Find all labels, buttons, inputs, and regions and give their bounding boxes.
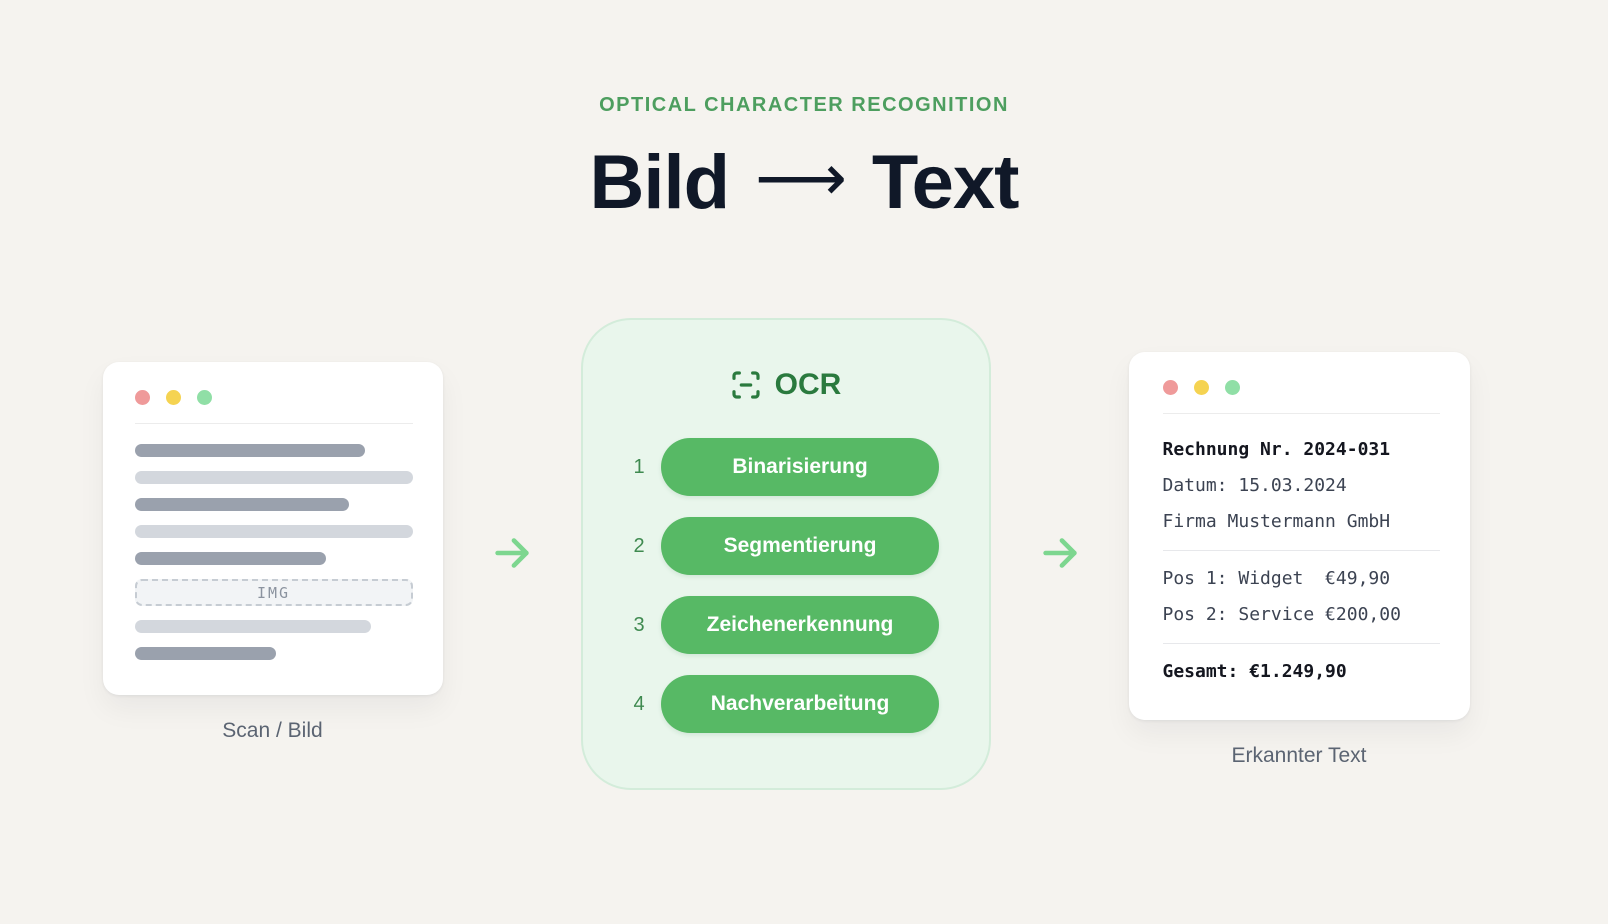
step-number: 2 <box>633 534 645 557</box>
arrow-right-icon <box>1042 538 1077 568</box>
invoice-divider <box>1162 643 1440 644</box>
step-pill-segmentierung[interactable]: Segmentierung <box>661 517 939 575</box>
ocr-step-row: 4 Nachverarbeitung <box>632 675 939 733</box>
arrow-scan-to-ocr <box>489 530 535 581</box>
scan-column: IMG Scan / Bild <box>102 318 443 743</box>
scan-frame-icon <box>732 371 760 399</box>
traffic-lights <box>1162 380 1440 395</box>
ocr-title-text: OCR <box>774 368 842 401</box>
invoice-total-line: Gesamt: €1.249,90 <box>1162 661 1347 682</box>
eyebrow-label: OPTICAL CHARACTER RECOGNITION <box>599 94 1009 116</box>
arrow-right-icon <box>494 538 529 568</box>
arrow-ocr-to-text <box>1037 530 1083 581</box>
text-line-bar <box>134 552 327 565</box>
scan-card-caption: Scan / Bild <box>222 719 323 742</box>
image-placeholder: IMG <box>134 579 413 606</box>
card-divider <box>1162 413 1440 414</box>
page-title: Bild ⟶ Text <box>0 139 1608 226</box>
ocr-step-row: 2 Segmentierung <box>632 517 939 575</box>
title-arrow-glyph: ⟶ <box>755 142 847 214</box>
invoice-item-line: Pos 1: Widget €49,90 <box>1162 568 1391 589</box>
ocr-steps-list: 1 Binarisierung 2 Segmentierung 3 Zeiche… <box>632 438 939 733</box>
text-line-bar <box>134 525 413 538</box>
title-word-text: Text <box>871 140 1020 225</box>
recognized-text-card: Rechnung Nr. 2024-031 Datum: 15.03.2024 … <box>1128 352 1470 720</box>
scan-document-card: IMG <box>102 362 443 695</box>
header: OPTICAL CHARACTER RECOGNITION Bild ⟶ Tex… <box>0 0 1608 226</box>
title-word-bild: Bild <box>589 140 731 225</box>
traffic-light-red-icon <box>1162 380 1178 395</box>
text-line-bar <box>134 471 413 484</box>
flow-row: IMG Scan / Bild <box>0 318 1608 790</box>
step-pill-zeichenerkennung[interactable]: Zeichenerkennung <box>661 596 939 654</box>
text-line-bar <box>134 444 366 457</box>
invoice-company-line: Firma Mustermann GmbH <box>1162 511 1391 532</box>
invoice-date-line: Datum: 15.03.2024 <box>1162 475 1347 496</box>
ocr-step-row: 3 Zeichenerkennung <box>632 596 939 654</box>
step-number: 1 <box>633 455 645 478</box>
ocr-process-panel: OCR 1 Binarisierung 2 Segmentierung 3 Ze… <box>580 318 991 790</box>
document-text-lines: IMG <box>134 444 413 660</box>
step-pill-binarisierung[interactable]: Binarisierung <box>661 438 939 496</box>
traffic-light-yellow-icon <box>1193 380 1209 395</box>
text-line-bar <box>134 647 277 660</box>
invoice-number-line: Rechnung Nr. 2024-031 <box>1162 439 1391 460</box>
result-column: Rechnung Nr. 2024-031 Datum: 15.03.2024 … <box>1128 318 1470 768</box>
traffic-light-green-icon <box>1224 380 1240 395</box>
result-card-caption: Erkannter Text <box>1231 744 1367 767</box>
invoice-divider <box>1162 550 1440 551</box>
traffic-light-red-icon <box>134 390 150 405</box>
card-divider <box>134 423 413 424</box>
traffic-light-yellow-icon <box>165 390 181 405</box>
ocr-panel-title: OCR <box>730 368 842 402</box>
text-line-bar <box>134 498 349 511</box>
invoice-item-line: Pos 2: Service €200,00 <box>1162 604 1401 625</box>
ocr-step-row: 1 Binarisierung <box>632 438 939 496</box>
step-pill-nachverarbeitung[interactable]: Nachverarbeitung <box>661 675 939 733</box>
traffic-lights <box>134 390 413 405</box>
traffic-light-green-icon <box>196 390 212 405</box>
invoice-text: Rechnung Nr. 2024-031 Datum: 15.03.2024 … <box>1162 432 1440 690</box>
text-line-bar <box>134 620 371 633</box>
step-number: 3 <box>633 613 645 636</box>
step-number: 4 <box>633 692 645 715</box>
